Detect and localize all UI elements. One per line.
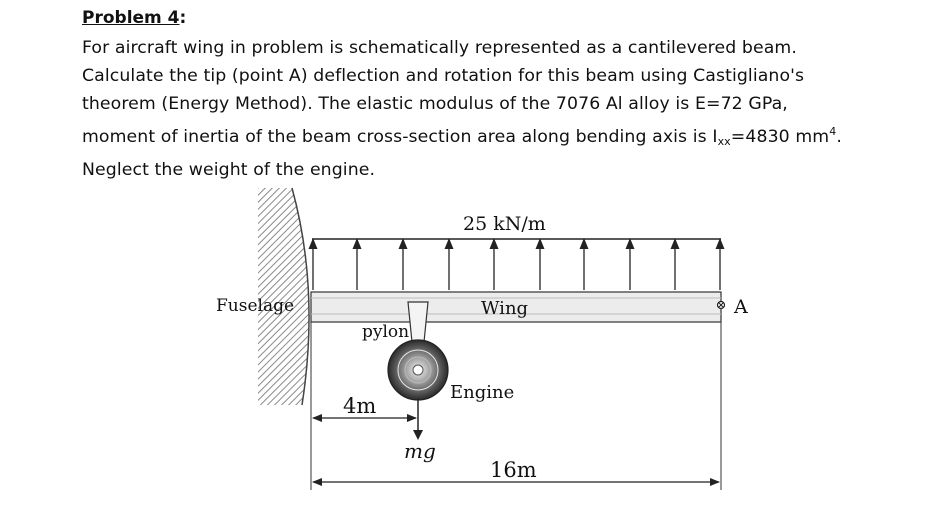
problem-line-4: moment of inertia of the beam cross-sect… [82,125,842,148]
load-arrow [398,238,408,290]
distributed-load [308,238,725,290]
inertia-superscript: 4 [829,125,837,138]
engine-position-dimension [312,414,417,422]
inertia-text: moment of inertia of the beam cross-sect… [82,127,718,147]
engine-label: Engine [450,382,514,403]
load-arrow [670,238,680,290]
point-a-label: A [733,296,748,318]
inertia-period: . [836,127,842,147]
load-arrow [535,238,545,290]
load-arrow [444,238,454,290]
engine-dimension-label: 4m [343,394,376,418]
problem-line-1: For aircraft wing in problem is schemati… [82,38,797,58]
span-dimension [312,478,720,486]
pylon-shape [407,301,429,343]
problem-line-2: Calculate the tip (point A) deflection a… [82,66,805,86]
problem-body: For aircraft wing in problem is schemati… [82,34,912,184]
problem-title-label: Problem 4 [82,8,180,28]
wing-label: Wing [481,298,528,319]
problem-title: Problem 4: [82,4,912,32]
load-arrow [579,238,589,290]
weight-label: mg [404,439,436,463]
problem-line-3: theorem (Energy Method). The elastic mod… [82,94,788,114]
problem-title-colon: : [179,8,187,28]
inertia-subscript: xx [717,135,731,148]
load-arrows [308,238,725,290]
problem-line-5: Neglect the weight of the engine. [82,160,376,180]
wing-beam [310,291,722,323]
point-a-marker [716,300,726,310]
load-label: 25 kN/m [463,213,546,235]
load-arrow [352,238,362,290]
fuselage-wall [258,187,310,406]
load-arrow [715,238,725,290]
load-arrow [625,238,635,290]
load-arrow [308,238,318,290]
span-dimension-label: 16m [490,458,537,482]
pylon-label: pylon [362,322,409,342]
fuselage-label: Fuselage [216,296,294,316]
inertia-value: =4830 mm [730,127,830,147]
engine-icon [387,339,449,401]
problem-statement: Problem 4: For aircraft wing in problem … [82,4,912,184]
weight-arrow [413,398,423,440]
load-arrow [489,238,499,290]
